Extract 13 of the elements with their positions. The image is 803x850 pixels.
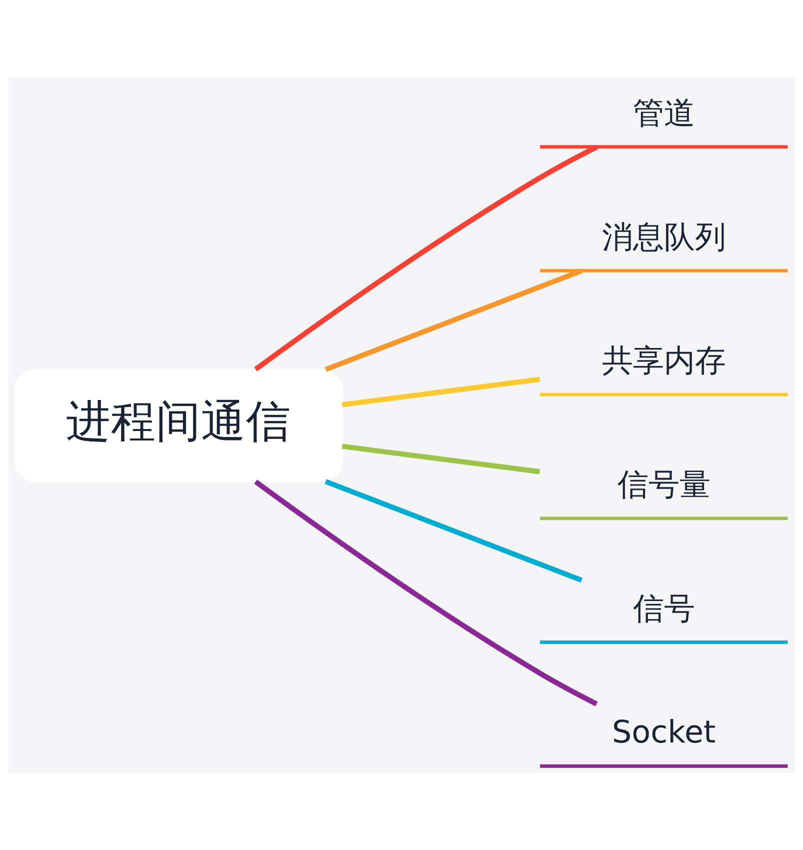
connector [342, 376, 540, 407]
node-text: Socket [612, 714, 716, 750]
connector [324, 268, 583, 372]
connector [342, 443, 540, 474]
connector [324, 478, 583, 582]
node-text: 共享内存 [602, 342, 726, 379]
node-text: 管道 [632, 94, 695, 131]
node-text: 信号量 [617, 466, 710, 502]
connector [254, 144, 598, 371]
node-text: 消息队列 [602, 218, 726, 255]
connector [254, 479, 598, 706]
node-text: 信号 [632, 590, 695, 626]
node-box: 进程间通信 [14, 368, 343, 482]
